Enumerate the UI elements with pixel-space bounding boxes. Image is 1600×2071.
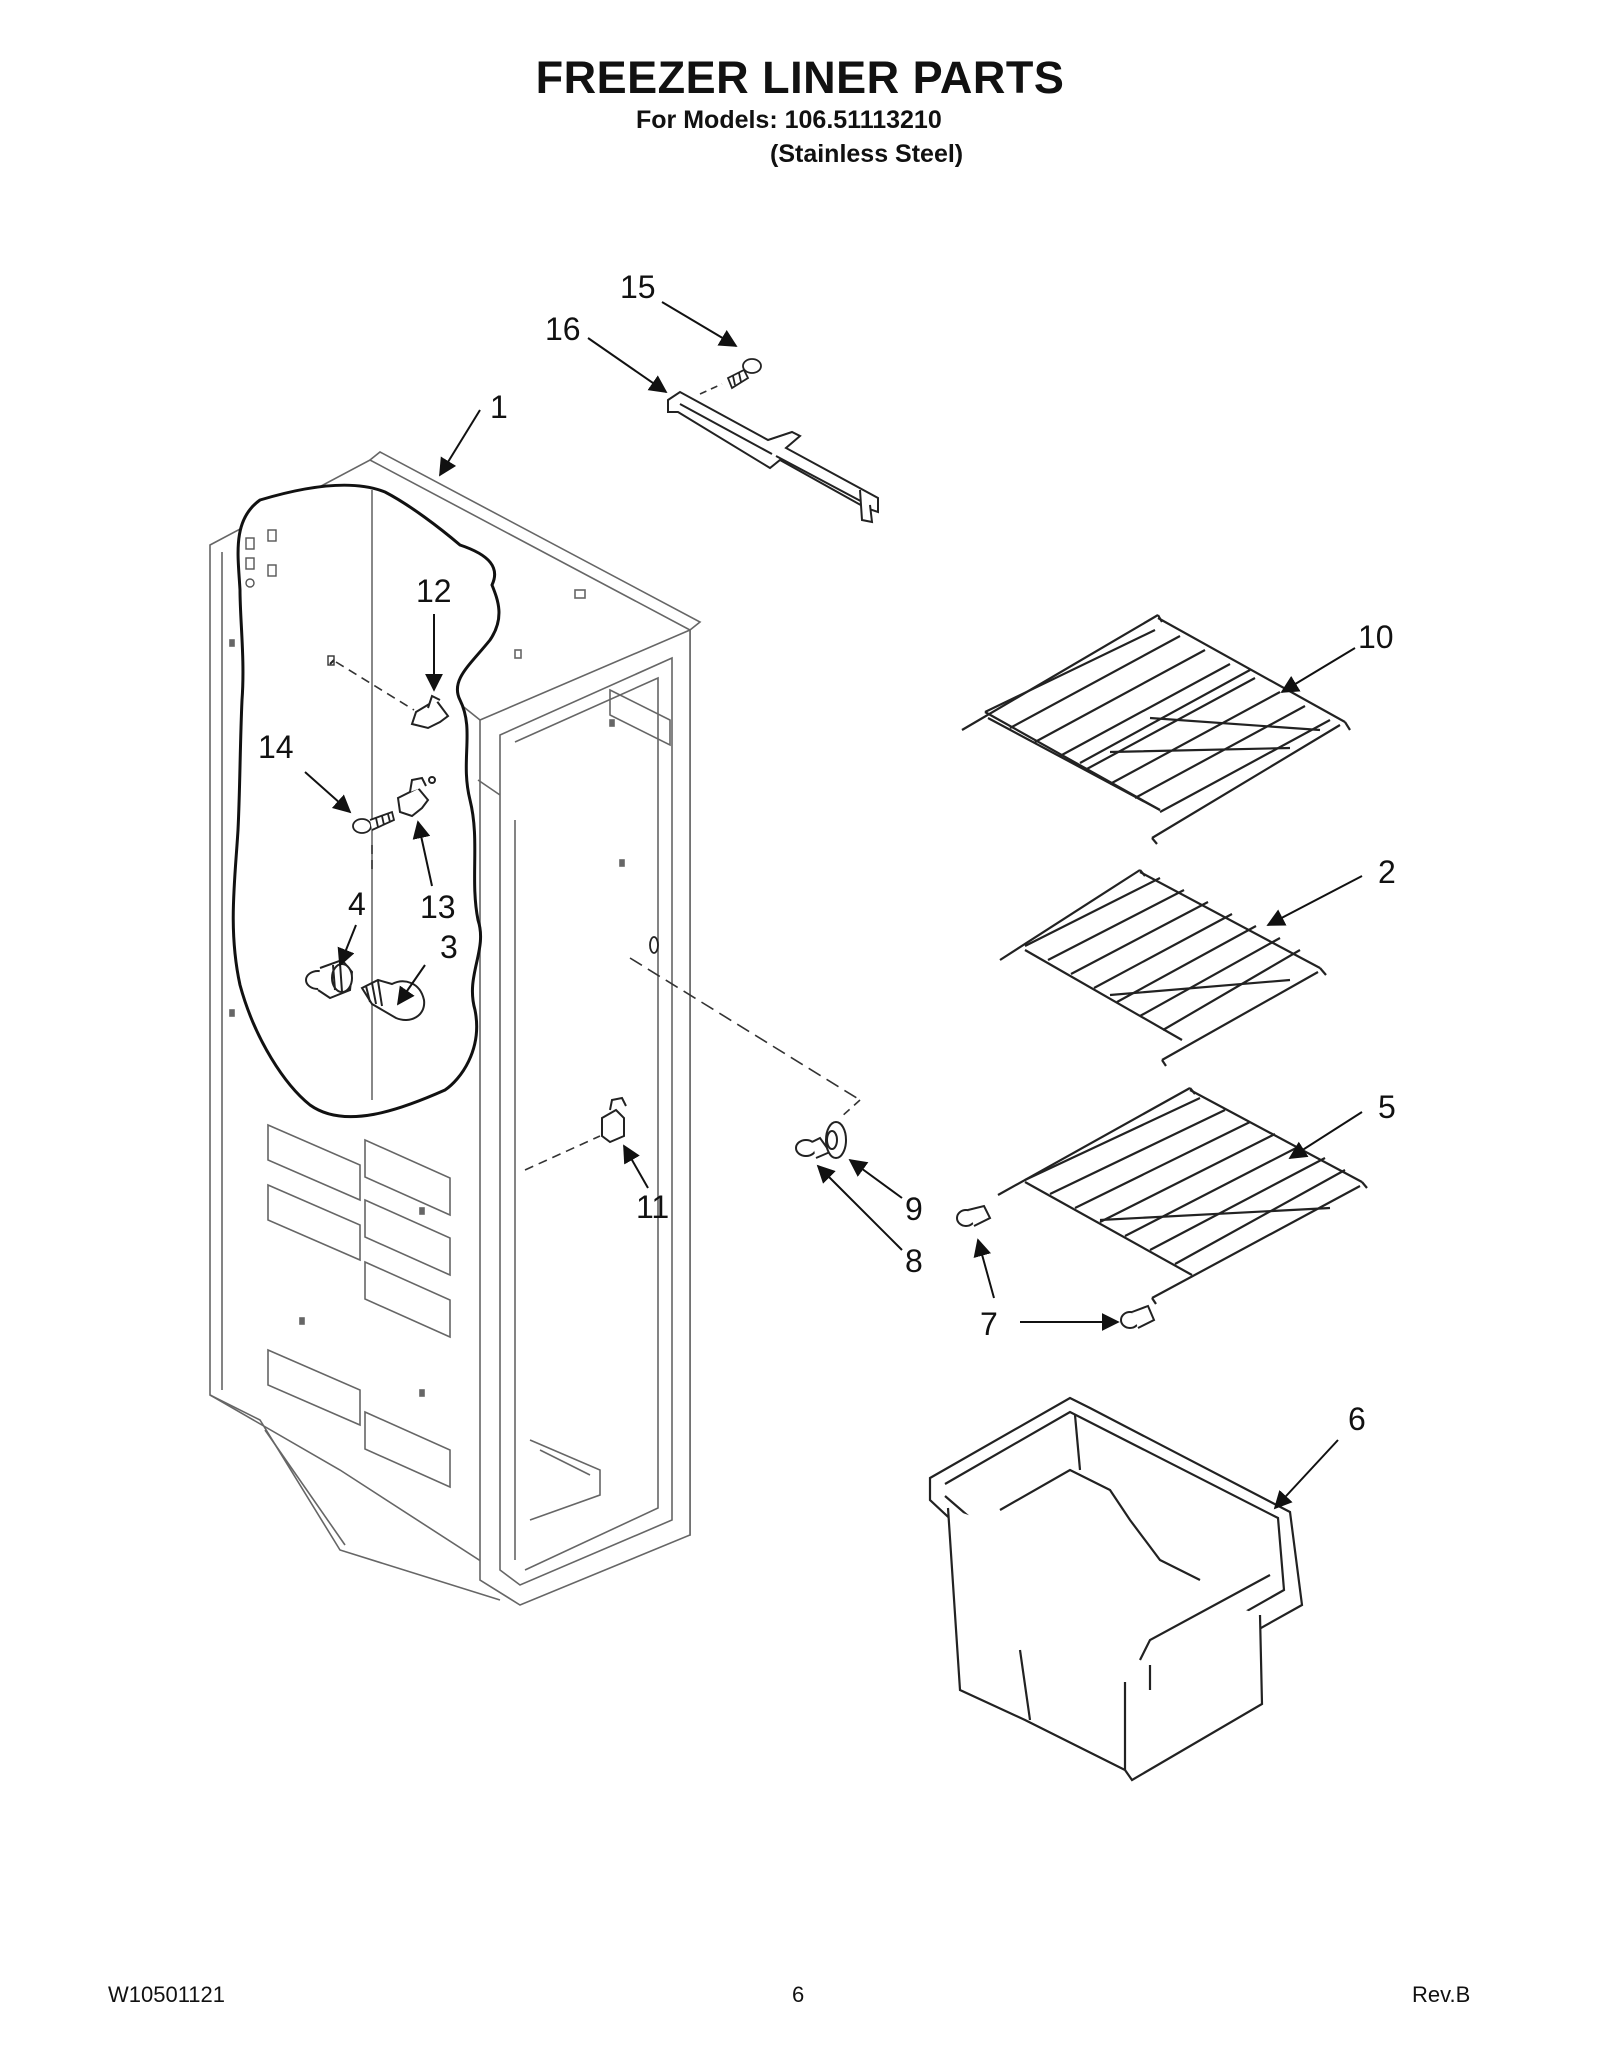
callout-1: 1 (439, 389, 508, 477)
callout-number: 8 (905, 1243, 923, 1279)
page-number: 6 (792, 1982, 805, 2007)
callout-number: 1 (490, 389, 508, 425)
callout-number: 4 (348, 886, 366, 922)
shelf-stud-2 (1120, 1304, 1156, 1329)
callout-14: 14 (258, 729, 352, 814)
callout-number: 13 (420, 889, 456, 925)
wire-shelf-lower (997, 1087, 1368, 1305)
shelf-stud (956, 1204, 992, 1227)
shelf-stud-nut (795, 1136, 832, 1159)
callout-number: 16 (545, 311, 581, 347)
lamp-socket-bracket (396, 776, 436, 818)
callout-number: 10 (1358, 619, 1394, 655)
callout-number: 15 (620, 269, 656, 305)
document-number: W10501121 (108, 1982, 226, 2007)
revision: Rev.B (1412, 1982, 1471, 2007)
callout-number: 14 (258, 729, 294, 765)
callout-15: 15 (620, 269, 738, 347)
callout-10: 10 (1280, 619, 1394, 693)
callout-6: 6 (1273, 1401, 1366, 1510)
callout-4: 4 (337, 886, 366, 967)
finish-line: (Stainless Steel) (770, 140, 964, 168)
callout-9: 9 (848, 1158, 923, 1227)
cutaway-region (231, 483, 501, 1119)
wire-shelf-middle (999, 869, 1327, 1067)
callout-number: 11 (636, 1189, 669, 1225)
callout-16: 16 (545, 311, 668, 394)
callout-number: 12 (416, 573, 452, 609)
callout-5: 5 (1288, 1089, 1396, 1159)
callout-12: 12 (416, 573, 452, 692)
rail-screw (726, 358, 762, 390)
callout-number: 3 (440, 929, 458, 965)
freezer-bin (928, 1396, 1304, 1782)
callout-number: 2 (1378, 854, 1396, 890)
callout-number: 7 (980, 1306, 998, 1342)
models-line: For Models: 106.51113210 (636, 106, 942, 134)
callout-number: 9 (905, 1191, 923, 1227)
screw (352, 810, 396, 834)
callout-11: 11 (623, 1144, 669, 1225)
callout-13: 13 (412, 820, 456, 925)
callout-number: 5 (1378, 1089, 1396, 1125)
shelf-stud-spacer (825, 1121, 847, 1159)
callout-2: 2 (1266, 854, 1396, 926)
light-rail (667, 390, 879, 524)
callout-7: 7 (973, 1238, 1120, 1342)
wire-shelf-upper (961, 614, 1351, 845)
light-shield-clip (329, 659, 450, 730)
shelf-bracket-left (601, 1096, 627, 1144)
callout-3: 3 (396, 929, 458, 1006)
page-title: FREEZER LINER PARTS (535, 52, 1065, 103)
callout-8: 8 (816, 1164, 923, 1279)
callout-number: 6 (1348, 1401, 1366, 1437)
